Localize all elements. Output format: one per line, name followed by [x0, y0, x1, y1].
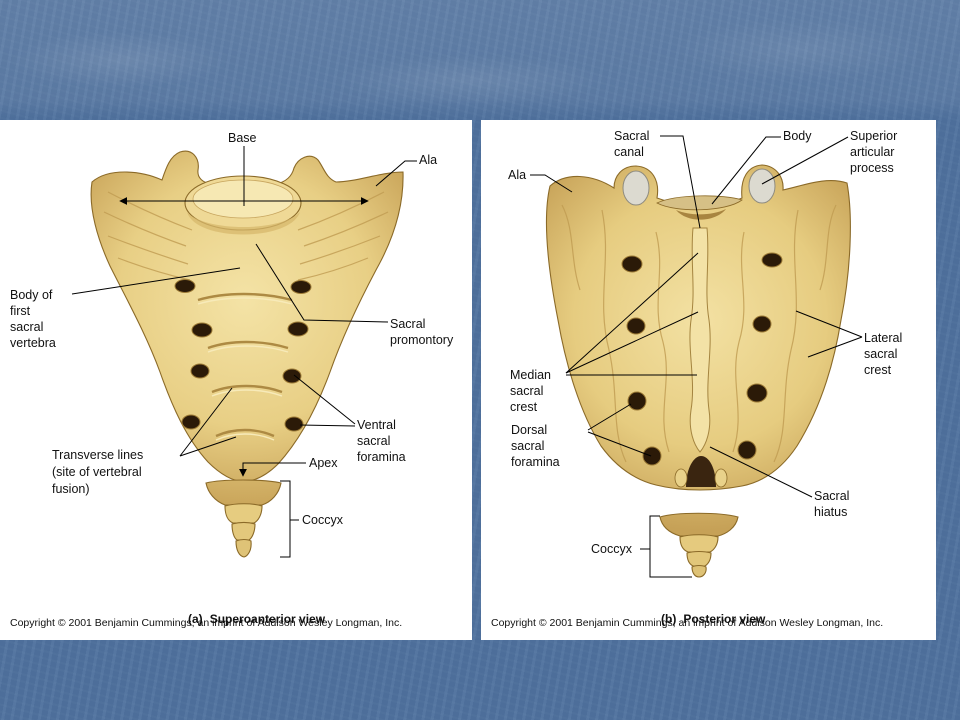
sacral-canal-opening	[676, 209, 726, 220]
coccyx-segment	[231, 521, 256, 541]
leader-ventral-foramina	[293, 374, 356, 425]
label-median-sacral-crest: Median sacral crest	[510, 368, 551, 414]
coccyx-segment	[686, 550, 712, 567]
label-apex: Apex	[309, 456, 338, 470]
leader-dorsal-foramina	[587, 431, 652, 457]
coccyx-anterior	[205, 479, 282, 558]
ventral-foramen	[284, 416, 304, 432]
leader-lines-a	[71, 146, 417, 558]
leader-body	[711, 136, 781, 205]
label-transverse-lines: Transverse lines (site of vertebral fusi…	[52, 448, 144, 496]
leader-sacral-canal	[660, 135, 701, 229]
caption-title: Posterior view	[683, 612, 766, 626]
leader-lateral-sacral-crest	[795, 310, 863, 338]
label-body-first-sacral-vertebra: Body of first sacral vertebra	[10, 288, 56, 350]
leader-median-sacral-crest	[565, 311, 699, 374]
sacrum-anterior-body	[90, 150, 404, 483]
leader-sacral-hiatus	[709, 446, 813, 498]
leader-transverse-lines	[179, 436, 237, 457]
label-dorsal-sacral-foramina: Dorsal sacral foramina	[511, 423, 560, 469]
leader-apex	[239, 462, 306, 477]
label-lateral-sacral-crest: Lateral sacral crest	[864, 331, 903, 377]
leader-ventral-foramina	[299, 424, 356, 427]
ventral-foramen	[174, 279, 196, 293]
dorsal-foramen	[752, 315, 772, 333]
leader-ala	[375, 160, 417, 187]
dorsal-foramen	[642, 446, 662, 466]
dorsal-foramen	[626, 317, 646, 335]
ala-striations	[103, 191, 389, 281]
leader-body-first-sacral	[71, 267, 241, 295]
label-sacral-hiatus: Sacral hiatus	[814, 489, 850, 519]
coccyx-segment	[224, 503, 263, 524]
coccyx-segment	[659, 512, 739, 537]
label-ala: Ala	[419, 153, 438, 167]
leader-sacral-promontory	[255, 243, 389, 323]
leader-transverse-lines	[179, 387, 233, 457]
label-base: Base	[228, 131, 257, 145]
figure-caption-b: (b) Posterior view	[641, 595, 765, 640]
sacral-cornu	[714, 468, 728, 488]
sacrum-posterior-illustration	[530, 135, 863, 578]
ventral-foramen	[282, 368, 302, 384]
label-sacral-promontory: Sacral promontory	[390, 317, 454, 347]
coccyx-segment	[691, 564, 707, 578]
label-sacral-canal: Sacral canal	[614, 129, 650, 159]
coccyx-segment	[679, 534, 719, 553]
sacrum-anterior-illustration	[71, 146, 417, 558]
leader-dorsal-foramina	[587, 403, 632, 431]
coccyx-segment	[205, 479, 282, 506]
label-ventral-sacral-foramina: Ventral sacral foramina	[357, 418, 406, 464]
label-coccyx: Coccyx	[302, 513, 343, 527]
leader-lines-b	[530, 135, 863, 578]
leader-superior-articular-process	[761, 136, 849, 185]
ventral-sacral-foramina	[174, 279, 312, 432]
sacral-promontory-lip	[187, 212, 300, 235]
sacral-hiatus	[686, 456, 716, 487]
superior-articular-facet	[748, 168, 776, 204]
caption-letter: (b)	[661, 612, 677, 626]
dorsal-foramen	[737, 440, 757, 460]
label-ala: Ala	[508, 168, 527, 182]
slide-top-band	[0, 0, 960, 118]
caption-letter: (a)	[188, 612, 203, 626]
caption-title: Superoanterior view	[209, 612, 326, 626]
transverse-lines	[197, 292, 293, 441]
dorsal-foramen	[761, 252, 783, 268]
dorsal-foramen	[746, 383, 768, 403]
sacral-cornu	[674, 468, 688, 488]
copyright-notice: Copyright © 2001 Benjamin Cummings, an i…	[491, 617, 884, 629]
coccyx-posterior	[659, 512, 739, 578]
ventral-foramen	[190, 363, 210, 379]
panel-superoanterior-view: Base Ala Body of first sacral vertebra S…	[0, 120, 472, 640]
dorsal-foramen	[627, 391, 647, 411]
label-superior-articular-process: Superior articular process	[850, 129, 898, 175]
ventral-foramen	[181, 414, 201, 430]
coccyx-bracket	[649, 515, 692, 578]
vertebral-body-top	[656, 195, 743, 211]
label-body: Body	[783, 129, 812, 143]
ventral-foramen	[191, 322, 213, 338]
dorsal-foramen	[621, 255, 643, 273]
leader-ala	[530, 174, 573, 193]
panel-posterior-view: Sacral canal Body Superior articular pro…	[481, 120, 936, 640]
coccyx-bracket	[280, 480, 291, 558]
coccyx-segment	[235, 538, 252, 558]
dorsal-sacral-foramina	[621, 252, 783, 466]
crest-ridges	[561, 204, 837, 463]
superior-articular-facet	[622, 170, 650, 206]
ventral-foramen	[287, 321, 309, 337]
label-coccyx: Coccyx	[591, 542, 632, 556]
figure-caption-a: (a) Superoanterior view	[168, 595, 325, 640]
base-surface-top	[192, 179, 294, 219]
median-sacral-crest	[689, 227, 711, 453]
leader-median-sacral-crest	[565, 252, 699, 374]
copyright-notice: Copyright © 2001 Benjamin Cummings, an i…	[10, 617, 403, 629]
ventral-foramen	[290, 280, 312, 294]
leader-lateral-sacral-crest	[807, 336, 863, 358]
